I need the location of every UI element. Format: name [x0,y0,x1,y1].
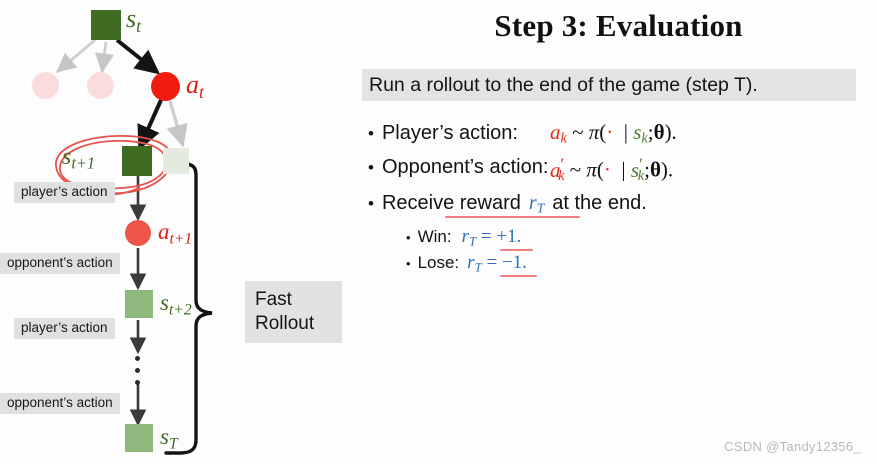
bullet-marker-icon: • [368,194,374,213]
bullet-opponent-action: • Opponent’s action: [368,156,548,179]
label-s-t-plus-1: st+1 [62,144,96,173]
bullet-receive-reward: • Receive reward rT at the end. [368,192,647,217]
formula-player-action: ak ~ π(· | sk;θ). [550,120,677,147]
node-s-t-plus-1[interactable] [122,146,152,176]
sub-bullet-lose-label: Lose: [417,253,460,272]
content-panel: Step 3: Evaluation Run a rollout to the … [360,0,877,464]
sub-bullet-marker-icon: • [406,230,411,245]
node-faded-action-2 [87,72,114,99]
node-faded-state-sibling [163,148,189,174]
sub-bullet-win: • Win: rT = +1. [406,226,521,249]
node-s-T[interactable] [125,424,153,452]
edge-label-player-action-1: player’s action [14,182,115,203]
label-s-t-plus-2: st+2 [160,290,192,319]
sub-bullet-lose: • Lose: rT = −1. [406,252,527,275]
bullet-player-action: • Player’s action: [368,122,518,145]
annotation-underline-lose [500,275,537,277]
page-title: Step 3: Evaluation [494,8,743,43]
bullet-marker-icon: • [368,158,374,177]
bullet-marker-icon: • [368,124,374,143]
bullet-receive-reward-pre: Receive reward [381,192,521,214]
subtitle-banner: Run a rollout to the end of the game (st… [362,69,856,101]
edge-label-opponent-action-2: opponent’s action [0,393,120,414]
rollout-diagram: st at st+1 at+1 st+2 sT player’s action … [0,0,360,464]
node-a-t[interactable] [151,72,180,101]
ellipsis-dots [135,356,140,385]
label-a-t-plus-1: at+1 [158,219,193,248]
formula-reward-symbol: rT [528,192,545,216]
node-a-t-plus-1[interactable] [125,220,151,246]
sub-bullet-win-label: Win: [417,227,452,246]
bullet-player-action-label: Player’s action: [381,122,518,144]
label-s-T: sT [160,424,178,453]
edge-label-opponent-action-1: opponent’s action [0,253,120,274]
node-faded-action-1 [32,72,59,99]
watermark: CSDN @Tandy12356_ [724,439,861,454]
label-a-t: at [186,70,204,102]
edge-label-player-action-2: player’s action [14,318,115,339]
annotation-underline-win [500,249,533,251]
formula-win: rT = +1. [461,226,522,249]
bullet-opponent-action-label: Opponent’s action: [381,156,549,178]
formula-lose: rT = −1. [467,252,527,275]
subtitle-text: Run a rollout to the end of the game (st… [369,73,758,96]
node-s-t-plus-2[interactable] [125,290,153,318]
label-s-t: st [126,4,142,36]
fast-rollout-label: Fast Rollout [245,281,342,343]
bullet-receive-reward-post: at the end. [552,192,647,214]
formula-opponent-action: a′k ~ π(· | s′k;θ). [550,154,674,185]
annotation-underline-reward [445,216,580,218]
diagram-edges [55,38,213,455]
sub-bullet-marker-icon: • [406,256,411,271]
node-s-t[interactable] [91,10,121,40]
